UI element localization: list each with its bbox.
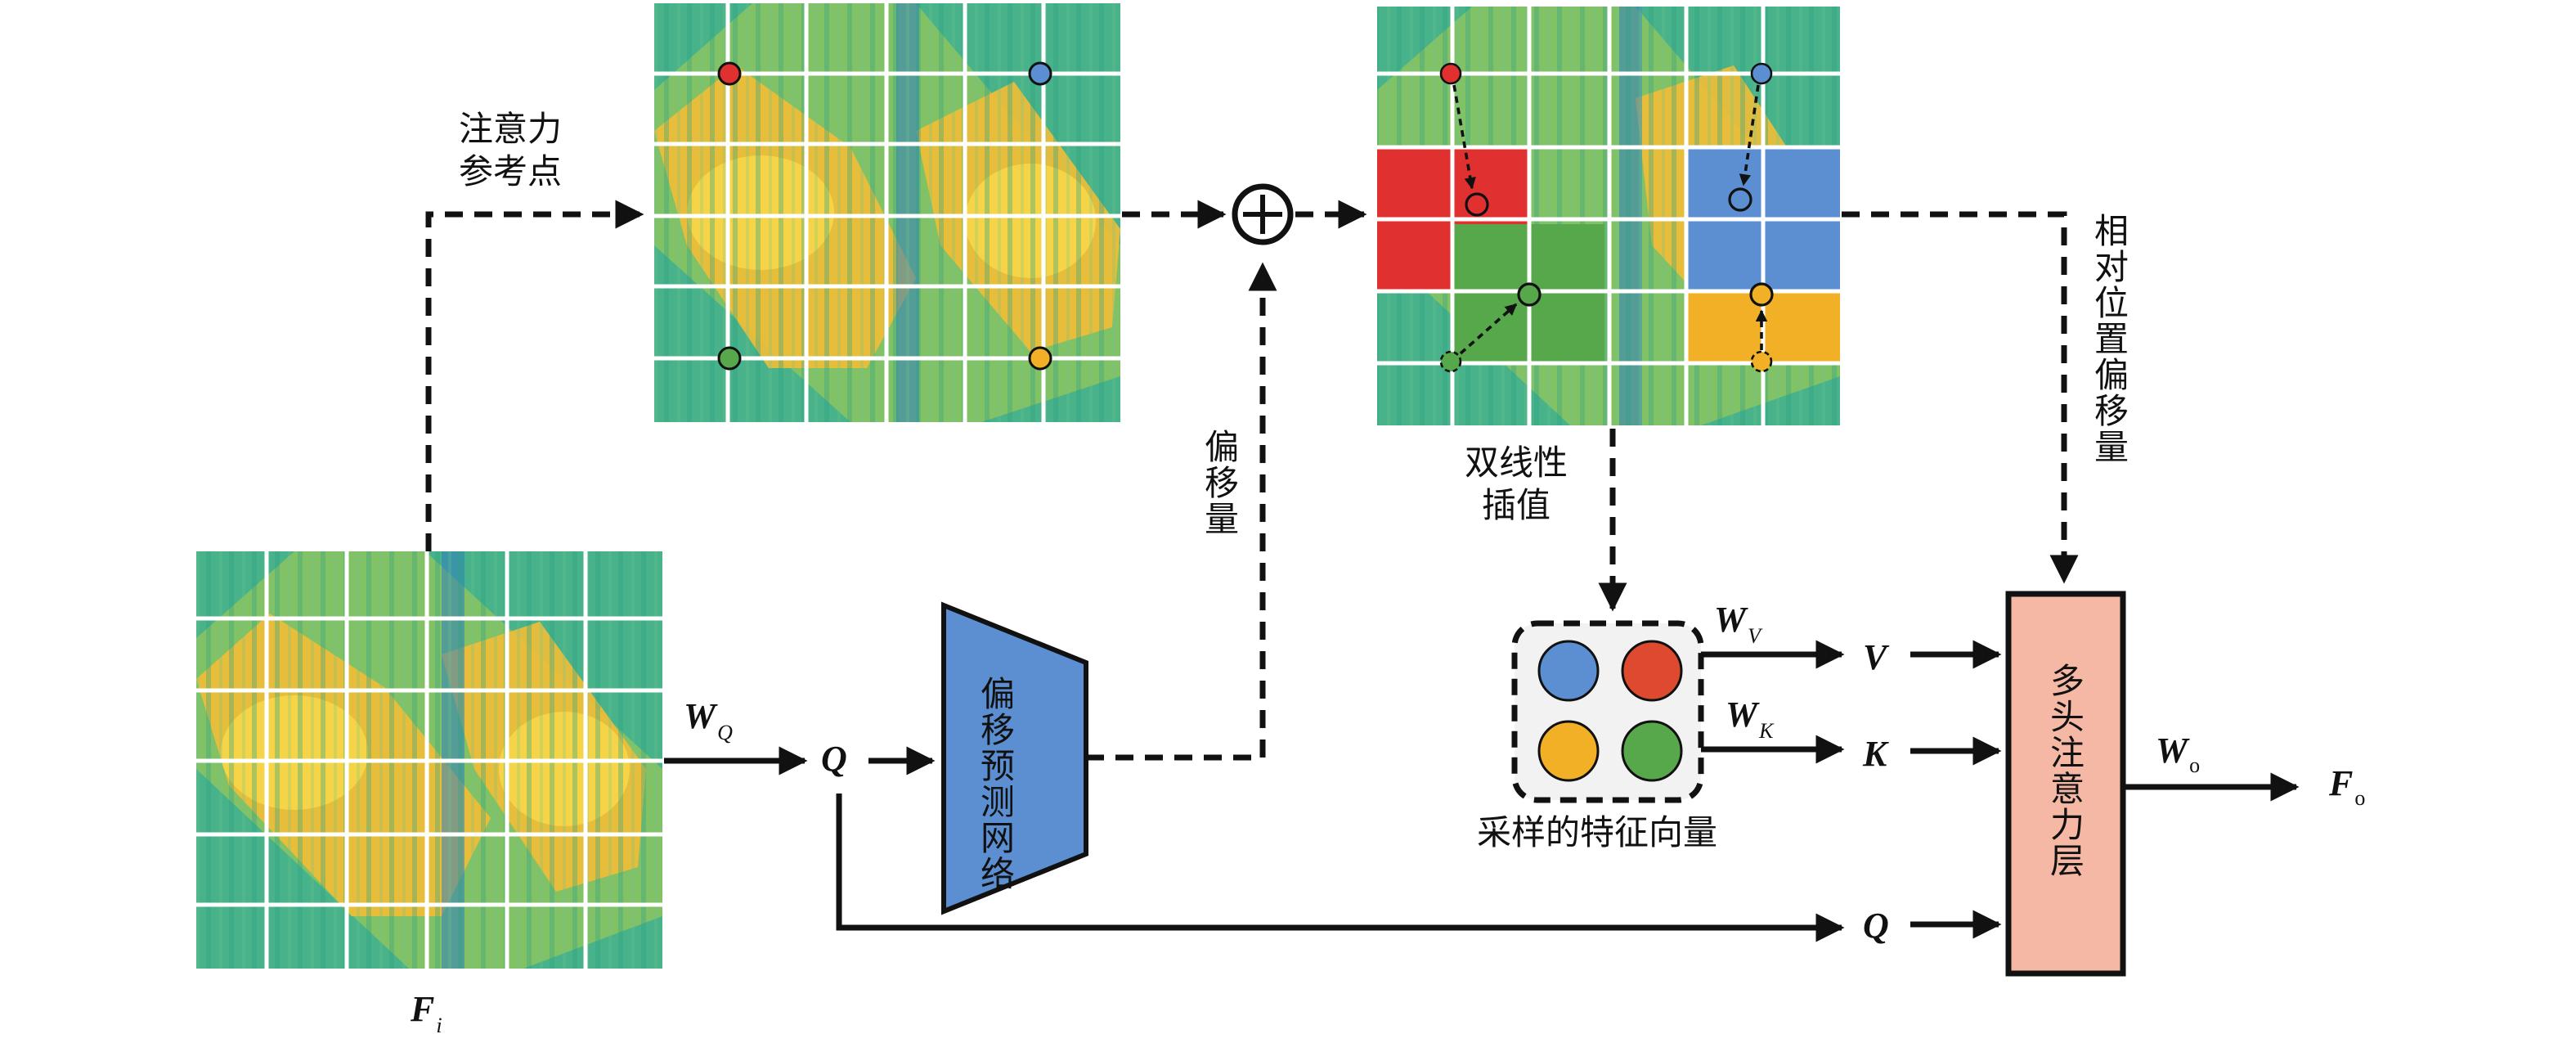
dashed-connectors — [425, 200, 2079, 761]
sampled-vectors-label: 采样的特征向量 — [1477, 813, 1717, 852]
multi-head-attention-layer — [2005, 591, 2126, 977]
k-label: K — [1863, 733, 1887, 774]
ref-point-blue — [1028, 61, 1052, 86]
q2-label: Q — [1863, 905, 1889, 946]
offset-net-label: 偏移预测网络 — [976, 676, 1016, 892]
q-label: Q — [821, 738, 847, 779]
feature-map-fi — [196, 551, 662, 969]
ref-point-red — [717, 61, 742, 86]
sampled-feature-vectors — [1511, 620, 1704, 803]
relative-offset-label: 相对位置偏移量 — [2090, 213, 2129, 465]
ref-point-green — [717, 346, 742, 371]
offset-label: 偏移量 — [1200, 429, 1240, 537]
feature-map-reference-points — [654, 3, 1120, 422]
ref-points-label: 注意力参考点 — [459, 110, 562, 191]
bilinear-label: 双线性插值 — [1465, 443, 1568, 525]
feature-map-sampled — [1377, 7, 1840, 425]
v-label: V — [1863, 636, 1887, 677]
mha-label: 多头注意力层 — [2046, 663, 2085, 879]
offset-prediction-network — [941, 601, 1088, 915]
add-node — [1232, 183, 1294, 245]
solid-connectors — [664, 640, 2300, 942]
ref-point-orange — [1028, 346, 1052, 371]
